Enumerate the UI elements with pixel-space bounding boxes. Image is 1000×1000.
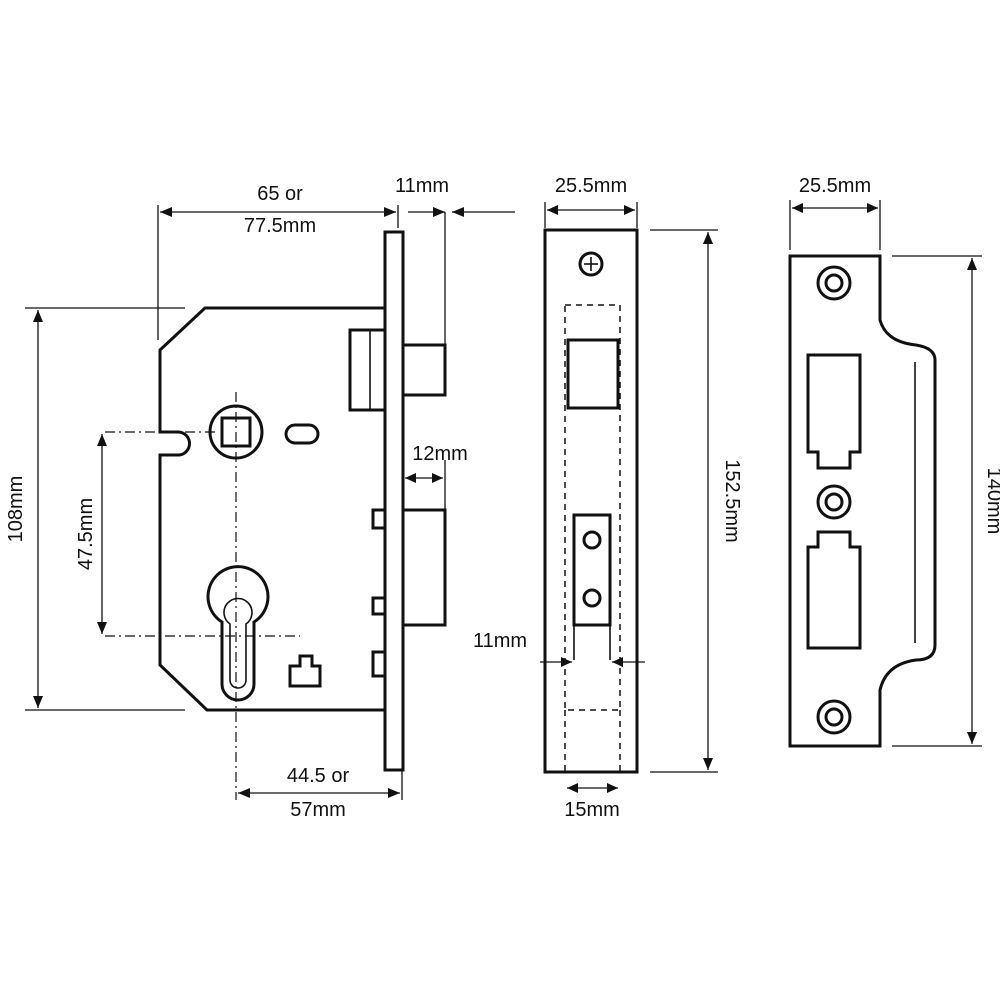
backset-top-line2: 77.5mm: [244, 215, 316, 237]
strike-plate-view: 25.5mm 140mm: [788, 175, 1000, 748]
strike-deadbolt-aperture: [806, 530, 862, 650]
lock-case-view: 65 or 77.5mm 11mm 12mm 108mm 47.5mm 44.5: [5, 175, 515, 821]
forend-screw: [578, 251, 604, 277]
backset-bottom-line1: 44.5 or: [287, 765, 350, 787]
latch-aperture: [566, 338, 620, 410]
case-stud-bottom: [371, 650, 387, 678]
forend-plate: [383, 230, 405, 772]
latch-bolt-head: [401, 343, 447, 397]
deadbolt-throw-label: 12mm: [412, 443, 468, 465]
strike-screw-bottom: [816, 699, 852, 735]
strike-latch-aperture: [806, 353, 862, 470]
case-stud-top: [371, 508, 387, 530]
forend-thickness-label: 11mm: [395, 175, 449, 197]
centres-label: 47.5mm: [75, 498, 97, 570]
hidden-case-outline: [564, 304, 621, 711]
forend-outline: [543, 228, 639, 774]
latch-width-label: 11mm: [473, 630, 527, 652]
strike-screw-middle: [816, 484, 852, 520]
cam-tab: [288, 654, 322, 688]
strike-height-label: 140mm: [983, 468, 1000, 535]
deadbolt-plate: [572, 513, 612, 627]
case-height-label: 108mm: [5, 476, 27, 543]
case-stud-middle: [371, 596, 387, 616]
backset-bottom-line2: 57mm: [290, 799, 346, 821]
forend-width-label: 25.5mm: [555, 175, 627, 197]
strike-width-label: 25.5mm: [799, 175, 871, 197]
backset-top-line1: 65 or: [257, 183, 303, 205]
euro-cylinder-cutout: [206, 565, 270, 702]
lock-case-body: [158, 306, 387, 712]
latch-bolt: [348, 328, 387, 412]
deadbolt: [401, 508, 447, 627]
strike-screw-top: [816, 265, 852, 301]
forend-height-label: 152.5mm: [721, 459, 743, 542]
case-width-label: 15mm: [564, 799, 620, 821]
plate-hole-bottom: [582, 588, 602, 608]
forend-view: 25.5mm 152.5mm 11mm 15mm: [473, 175, 743, 821]
strike-plate-outline: [788, 254, 937, 748]
plate-hole-top: [582, 530, 602, 550]
case-slot: [284, 423, 320, 445]
